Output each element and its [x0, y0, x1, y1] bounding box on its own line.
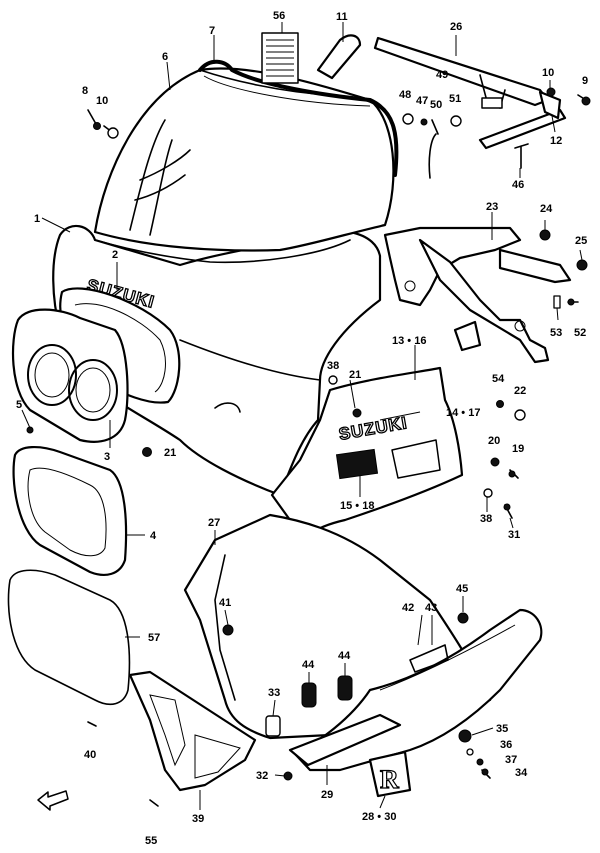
callout-labels: 1 2 3 4 5 6 7 8 9 10 10 11 12 13 • 16 14… — [16, 10, 588, 847]
callout-11: 11 — [336, 11, 348, 23]
callout-21-right: 21 — [349, 369, 361, 381]
callout-23: 23 — [486, 201, 498, 213]
callout-55: 55 — [145, 835, 157, 847]
callout-3: 3 — [104, 451, 110, 463]
fasteners — [26, 87, 591, 807]
callout-14-17: 14 • 17 — [446, 407, 480, 419]
callout-46: 46 — [512, 179, 524, 191]
callout-38-lower: 38 — [480, 513, 492, 525]
callout-54: 54 — [492, 373, 505, 385]
callout-38-upper: 38 — [327, 360, 339, 372]
callout-28-30: 28 • 30 — [362, 811, 396, 823]
callout-57: 57 — [148, 632, 160, 644]
callout-45: 45 — [456, 583, 468, 595]
callout-1: 1 — [34, 213, 40, 225]
callout-25: 25 — [575, 235, 587, 247]
callout-44-left: 44 — [302, 659, 315, 671]
callout-24: 24 — [540, 203, 553, 215]
callout-8: 8 — [82, 85, 88, 97]
callout-41: 41 — [219, 597, 231, 609]
screen-trim-strip — [198, 59, 399, 177]
callout-39: 39 — [192, 813, 204, 825]
warning-label-sticker — [261, 32, 299, 84]
callout-47: 47 — [416, 95, 428, 107]
callout-52: 52 — [574, 327, 586, 339]
callout-12: 12 — [550, 135, 562, 147]
r-emblem-letter: R — [380, 765, 399, 794]
front-direction-arrow-icon — [37, 790, 69, 811]
callout-51: 51 — [449, 93, 461, 105]
callout-49: 49 — [436, 69, 448, 81]
callout-31: 31 — [508, 529, 520, 541]
callout-2: 2 — [112, 249, 118, 261]
callout-40: 40 — [84, 749, 96, 761]
callout-10-right: 10 — [542, 67, 554, 79]
callout-34: 34 — [515, 767, 528, 779]
callout-9: 9 — [582, 75, 588, 87]
callout-19: 19 — [512, 443, 524, 455]
r-emblem: R — [368, 750, 412, 798]
callout-37: 37 — [505, 754, 517, 766]
callout-26: 26 — [450, 21, 462, 33]
callout-29: 29 — [321, 789, 333, 801]
callout-48-left: 48 — [399, 89, 411, 101]
callout-10-left: 10 — [96, 95, 108, 107]
headlight-bracket — [128, 670, 257, 792]
headlight-unit — [12, 446, 128, 576]
callout-50: 50 — [430, 99, 442, 111]
leader-lines — [21, 22, 583, 810]
lower-trim-piece — [288, 713, 402, 767]
model-badge — [335, 448, 379, 480]
fairing-bracket — [383, 226, 572, 364]
callout-32: 32 — [256, 770, 268, 782]
callout-44-right: 44 — [338, 650, 351, 662]
callout-21-left: 21 — [164, 447, 176, 459]
callout-33: 33 — [268, 687, 280, 699]
callout-35: 35 — [496, 723, 508, 735]
callout-20: 20 — [488, 435, 500, 447]
callout-53: 53 — [550, 327, 562, 339]
callout-7: 7 — [209, 25, 215, 37]
callout-43: 43 — [425, 602, 437, 614]
callout-4: 4 — [150, 530, 157, 542]
callout-36: 36 — [500, 739, 512, 751]
headlight-lens — [7, 569, 131, 706]
callout-56: 56 — [273, 10, 285, 22]
stay-bar — [316, 34, 567, 150]
callout-6: 6 — [162, 51, 168, 63]
callout-22: 22 — [514, 385, 526, 397]
callout-5: 5 — [16, 399, 22, 411]
callout-15-18: 15 • 18 — [340, 500, 374, 512]
callout-27: 27 — [208, 517, 220, 529]
callout-42: 42 — [402, 602, 414, 614]
headlight-bezel — [11, 308, 129, 443]
callout-13-16: 13 • 16 — [392, 335, 426, 347]
